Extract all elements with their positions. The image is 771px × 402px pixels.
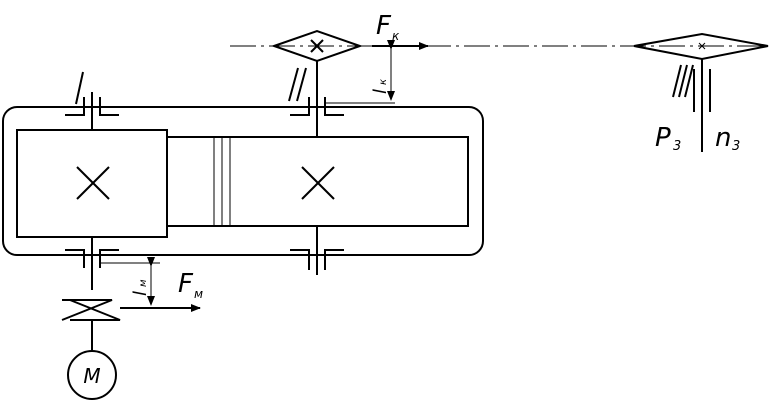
chain-arm-subscript: к bbox=[378, 79, 389, 85]
chain-force-subscript: к bbox=[392, 29, 400, 43]
coupling-arm-label: l bbox=[130, 291, 151, 296]
speed-subscript: 3 bbox=[732, 139, 740, 154]
coupling-force-subscript: м bbox=[194, 287, 203, 301]
coupling-force-label: F bbox=[178, 269, 194, 299]
pinion-gear bbox=[16, 129, 168, 238]
chain-arm-dimension bbox=[325, 40, 395, 104]
speed-label: n bbox=[715, 123, 731, 153]
power-subscript: 3 bbox=[673, 139, 681, 154]
power-label: P bbox=[655, 123, 671, 153]
shaft-1-mark bbox=[75, 71, 84, 105]
motor bbox=[67, 350, 117, 400]
wheel-gear bbox=[167, 136, 469, 227]
shaft-2-mark bbox=[288, 67, 307, 102]
shaft-1 bbox=[65, 92, 119, 290]
coupling-arm-dimension bbox=[100, 257, 160, 306]
shaft-2 bbox=[290, 60, 344, 275]
gearbox-housing bbox=[2, 106, 484, 256]
coupling bbox=[61, 299, 121, 350]
chain-arm-label: l bbox=[370, 89, 391, 94]
driven-sprocket bbox=[633, 32, 769, 152]
chain-force-label: F bbox=[376, 11, 392, 41]
motor-label: M bbox=[83, 364, 100, 388]
coupling-arm-subscript: м bbox=[138, 279, 149, 287]
shaft-3-mark bbox=[672, 64, 694, 98]
